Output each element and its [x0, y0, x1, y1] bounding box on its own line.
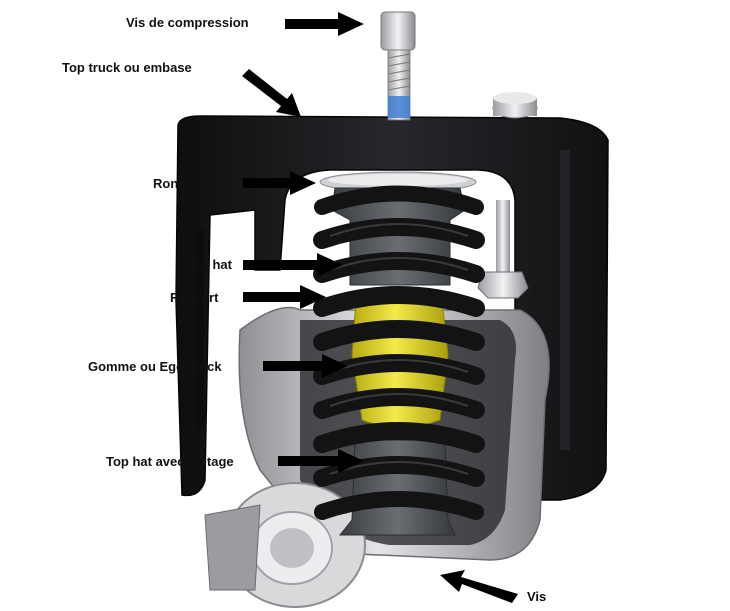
- label-top-hat-filetage: Top hat avec filetage: [106, 454, 234, 469]
- arrow-gomme: [263, 354, 348, 378]
- arrow-rondelle: [243, 171, 316, 195]
- label-top-truck: Top truck ou embase: [62, 60, 192, 75]
- arrows: [242, 12, 518, 603]
- label-rondelle: Rondelle: [153, 176, 208, 191]
- compression-screw: [380, 11, 416, 121]
- arrow-top-hat: [243, 253, 343, 277]
- label-top-hat: Top hat: [186, 257, 232, 272]
- label-gomme: Gomme ou Eggshock: [88, 359, 222, 374]
- label-vis: Vis: [527, 589, 547, 604]
- label-ressort: Ressort: [170, 290, 219, 305]
- arrow-top-hat-filetage: [278, 449, 364, 473]
- arrow-vis: [440, 570, 518, 603]
- top-hat-lower: [338, 439, 456, 536]
- arrow-top-truck: [242, 69, 301, 117]
- top-truck-frame: [175, 115, 609, 501]
- side-bolt: [477, 92, 538, 299]
- washer: [319, 171, 477, 193]
- spring-coils: [313, 185, 485, 520]
- arrow-ressort: [243, 285, 326, 309]
- label-vis-compression: Vis de compression: [126, 15, 249, 30]
- arrow-vis-compression: [285, 12, 364, 36]
